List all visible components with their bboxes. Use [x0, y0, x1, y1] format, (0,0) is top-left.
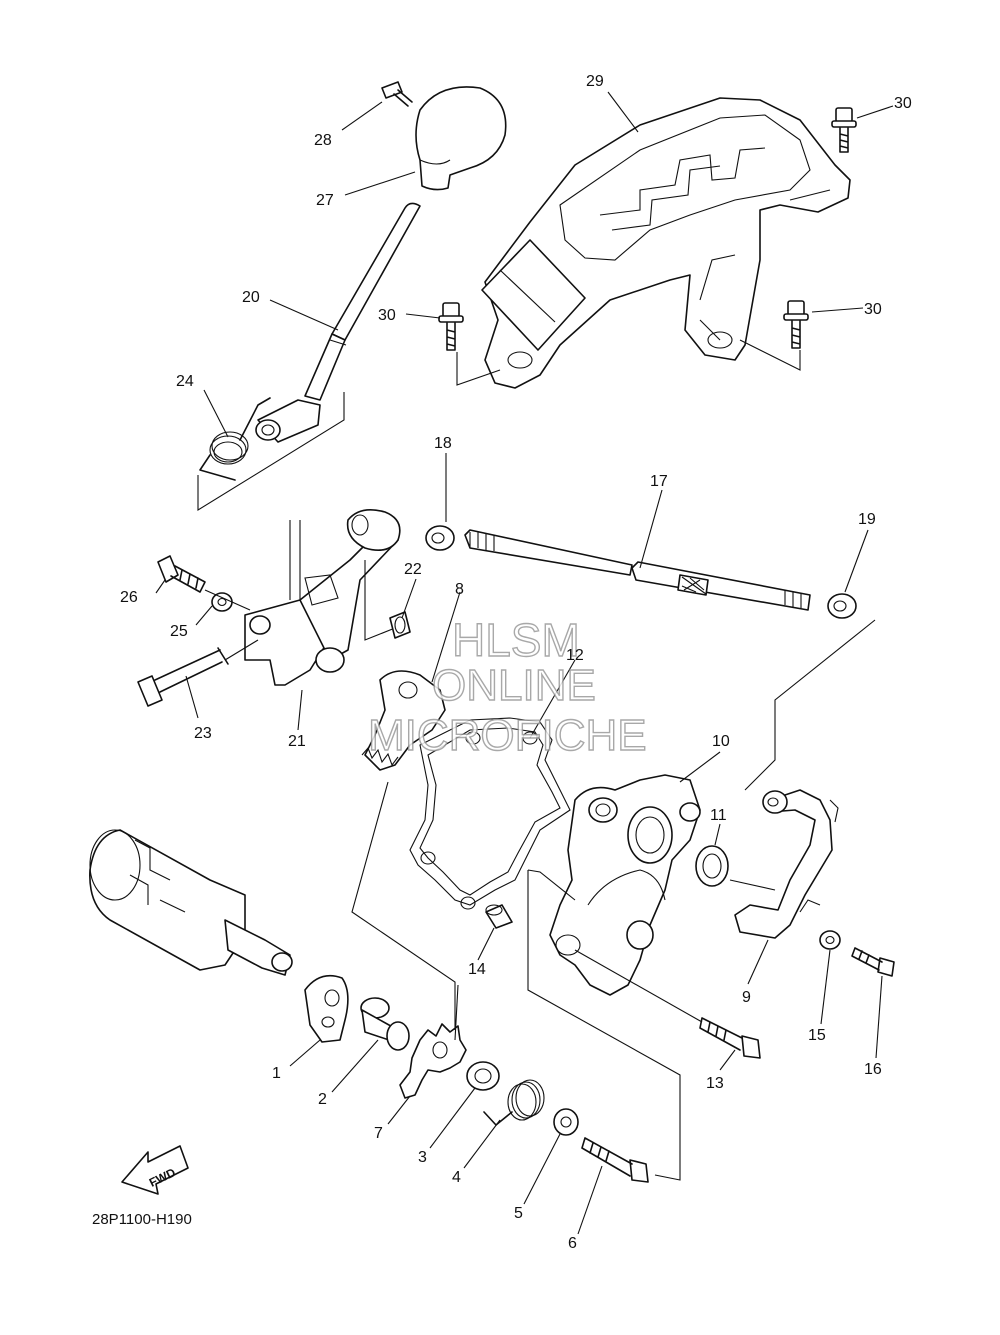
bolt-30-right: [783, 300, 809, 349]
bush-18: [425, 525, 455, 551]
gasket: [409, 717, 571, 910]
callout-2: 2: [318, 1091, 327, 1108]
callout-14: 14: [468, 961, 486, 978]
bolt-26: [157, 555, 206, 593]
bolt-23: [137, 647, 229, 707]
callout-7: 7: [374, 1125, 383, 1142]
callout-6: 6: [568, 1235, 577, 1252]
dowel-pin: [485, 904, 513, 929]
callouts: 1 2 3 4 5 6 7 8 9 10 11 12 13 14 15 16 1…: [120, 73, 912, 1252]
callout-15: 15: [808, 1027, 826, 1044]
watermark-line2: ONLINE: [432, 661, 596, 710]
bolt-30-top: [831, 107, 857, 153]
callout-12: 12: [566, 647, 584, 664]
callout-10: 10: [712, 733, 730, 750]
watermark: HLSM ONLINE MICROFICHE: [367, 613, 647, 760]
callout-29: 29: [586, 73, 604, 90]
stopper-plate-1: [304, 974, 349, 1043]
callout-19: 19: [858, 511, 876, 528]
callout-20: 20: [242, 289, 260, 306]
callout-25: 25: [170, 623, 188, 640]
washer-5: [553, 1108, 579, 1136]
shift-shaft: [464, 529, 811, 611]
shift-arm: [244, 509, 401, 686]
washer-3: [466, 1061, 500, 1091]
bush-19: [827, 593, 857, 619]
watermark-line1: HLSM: [452, 614, 580, 666]
callout-27: 27: [316, 192, 334, 209]
shift-drum: [89, 829, 293, 976]
leader-lines: [155, 91, 894, 1235]
callout-26: 26: [120, 589, 138, 606]
callout-17: 17: [650, 473, 668, 490]
callout-9: 9: [742, 989, 751, 1006]
callout-21: 21: [288, 733, 306, 750]
oil-seal: [695, 845, 729, 887]
callout-30-left: 30: [378, 307, 396, 324]
shift-gate-cover: [481, 97, 851, 389]
gear-7: [399, 1023, 467, 1099]
callout-22: 22: [404, 561, 422, 578]
callout-18: 18: [434, 435, 452, 452]
bolt-6: [581, 1137, 649, 1183]
callout-28: 28: [314, 132, 332, 149]
callout-23: 23: [194, 725, 212, 742]
lever-spring: [199, 397, 271, 481]
callout-13: 13: [706, 1075, 724, 1092]
callout-30-right: 30: [864, 301, 882, 318]
callout-5: 5: [514, 1205, 523, 1222]
callout-16: 16: [864, 1061, 882, 1078]
collar-2: [360, 997, 410, 1051]
washer-15: [819, 930, 841, 950]
collar-22: [389, 611, 411, 639]
washer-25: [211, 592, 233, 612]
part-number: 28P1100-H190: [92, 1211, 192, 1228]
callout-24: 24: [176, 373, 194, 390]
bolt-16: [851, 947, 895, 977]
shift-lever-rod: [255, 202, 421, 443]
callout-30-top: 30: [894, 95, 912, 112]
callout-11: 11: [710, 807, 727, 824]
fwd-arrow-icon: FWD: [121, 1145, 189, 1195]
bolt-30-left: [438, 302, 464, 351]
callout-1: 1: [272, 1065, 281, 1082]
callout-3: 3: [418, 1149, 427, 1166]
callout-8: 8: [455, 581, 464, 598]
shift-cover: [549, 774, 701, 996]
segment-lever: [361, 670, 446, 771]
shift-knob: [415, 86, 507, 191]
callout-4: 4: [452, 1169, 461, 1186]
watermark-line3: MICROFICHE: [368, 711, 647, 760]
shift-arm-9: [734, 789, 839, 939]
bolt-13: [699, 1017, 761, 1059]
knob-screw: [381, 81, 413, 107]
